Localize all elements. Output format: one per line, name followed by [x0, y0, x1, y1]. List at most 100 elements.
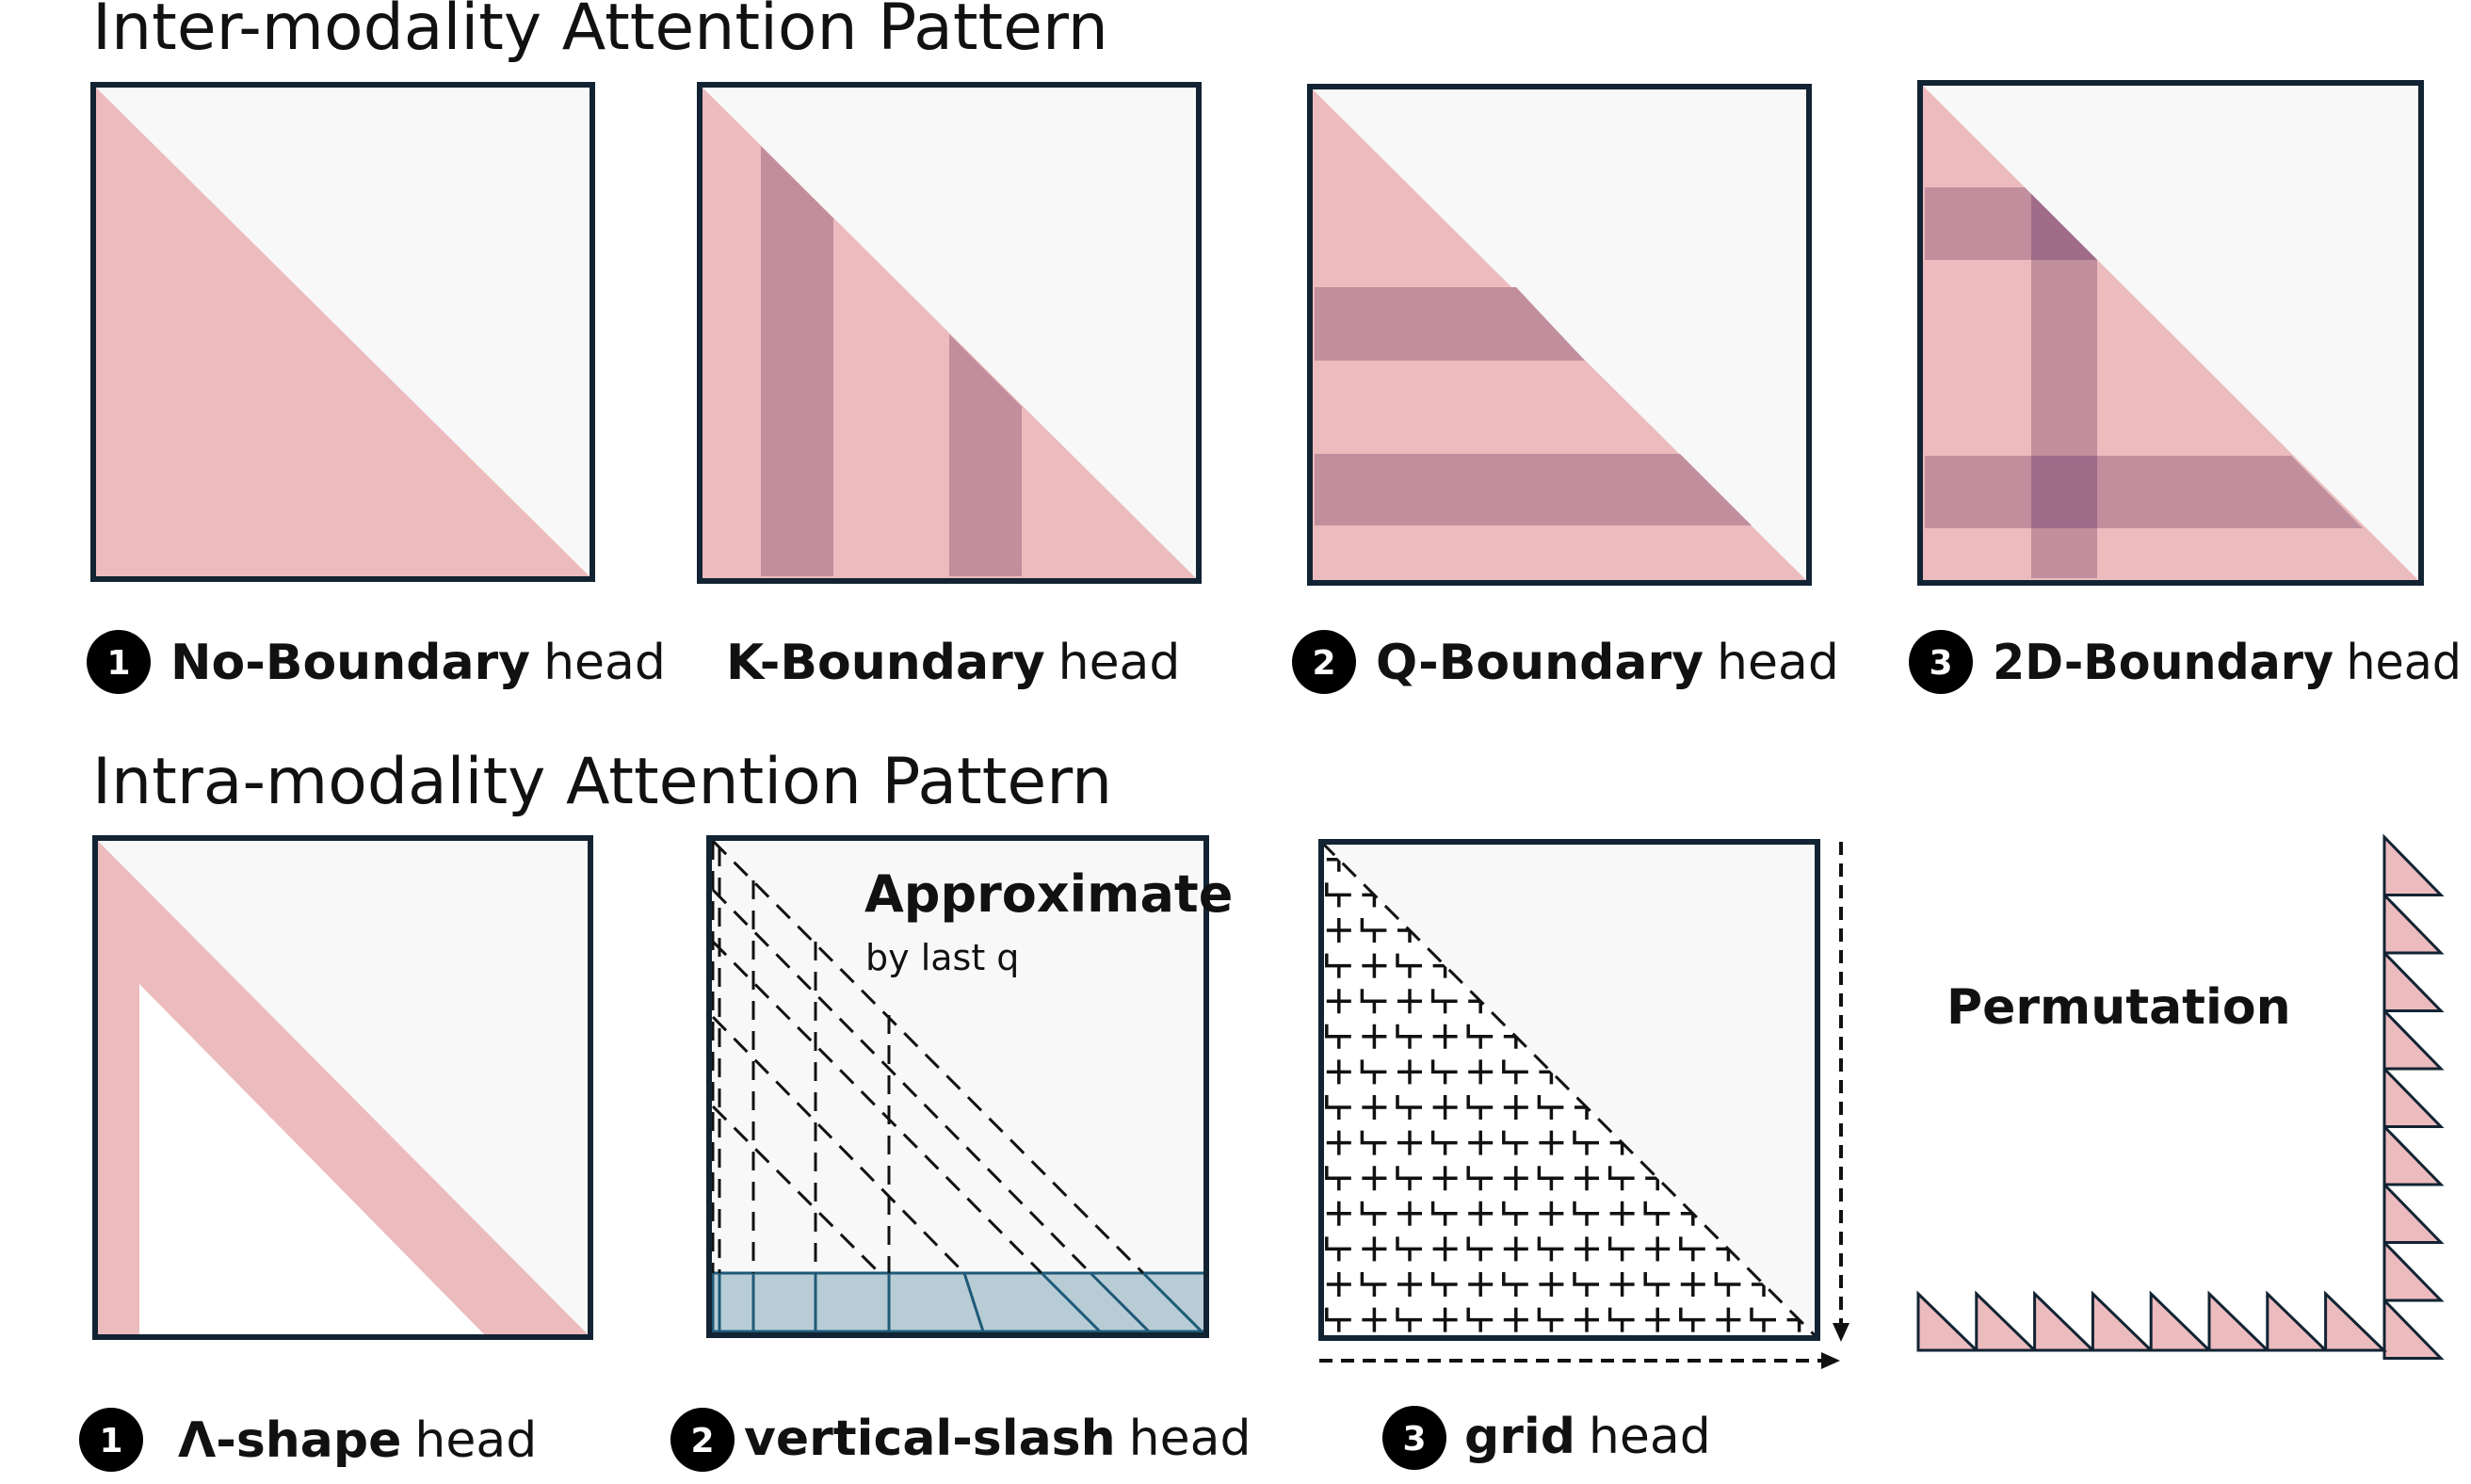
grid-cross	[1397, 989, 1422, 1014]
grid-corner	[1607, 1166, 1635, 1191]
grid-panel	[1318, 839, 1849, 1369]
grid-cross	[1468, 1130, 1494, 1155]
grid-corner	[1396, 1095, 1422, 1120]
svg-text:2D-Boundaryhead: 2D-Boundaryhead	[1993, 635, 2462, 691]
grid-corner	[1430, 1059, 1458, 1085]
2d-boundary-panel	[1917, 80, 2424, 586]
grid-corner	[1325, 953, 1351, 978]
grid-cross	[1503, 1236, 1528, 1262]
permuted-block-horizontal	[2324, 1290, 2388, 1352]
grid-cross	[1645, 1307, 1671, 1332]
approximate-label: Approximate	[864, 864, 1233, 924]
grid-corner	[1396, 1307, 1422, 1332]
badge-number: 3	[1929, 644, 1952, 683]
grid-corner	[1325, 1236, 1351, 1262]
grid-corner	[1396, 1166, 1422, 1191]
no-boundary-panel	[90, 82, 595, 582]
grid-corner	[1607, 1307, 1635, 1332]
head-suffix: head	[1129, 1411, 1252, 1467]
grid-corner	[1430, 989, 1458, 1014]
approximate-sublabel: by last q	[865, 937, 1019, 978]
grid-corner	[1466, 1166, 1494, 1191]
grid-cross	[1680, 1272, 1705, 1297]
grid-corner	[1573, 1272, 1599, 1297]
number-badge	[1382, 1406, 1446, 1470]
head-suffix: head	[1589, 1409, 1711, 1465]
head-name: No-Boundary	[170, 635, 530, 691]
grid-cross	[1326, 918, 1351, 943]
grid-corner	[1537, 1095, 1564, 1120]
grid-corner	[1537, 1166, 1564, 1191]
2d-boundary-caption: 3 2D-Boundaryhead	[1909, 630, 2462, 694]
grid-cross	[1362, 1236, 1387, 1262]
grid-cross	[1539, 1272, 1564, 1297]
grid-cross	[1362, 1307, 1387, 1332]
grid-corner	[1502, 1059, 1528, 1085]
number-badge	[1292, 630, 1356, 694]
grid-corner	[1360, 1059, 1387, 1085]
grid-cross	[1326, 1201, 1351, 1226]
grid-corner	[1750, 1307, 1776, 1332]
grid-corner	[1360, 918, 1387, 943]
grid-cross	[1609, 1201, 1635, 1226]
query-boundary-band	[1315, 454, 1752, 525]
grid-cross	[1575, 1307, 1599, 1332]
q-boundary-panel	[1307, 84, 1812, 586]
permuted-block-vertical	[2382, 1065, 2445, 1128]
badge-number: 3	[1402, 1420, 1426, 1459]
grid-cross	[1326, 1130, 1351, 1155]
grid-cross	[1503, 1095, 1528, 1120]
grid-cross	[1432, 1236, 1458, 1262]
permuted-block-vertical	[2382, 1122, 2445, 1186]
permuted-block-horizontal	[1975, 1290, 2039, 1352]
grid-corner	[1466, 1307, 1494, 1332]
head-suffix: head	[1717, 635, 1839, 691]
grid-corner	[1325, 882, 1351, 908]
permuted-block-horizontal	[2091, 1290, 2155, 1352]
arrow-head	[1833, 1323, 1849, 1342]
grid-cross	[1468, 1272, 1494, 1297]
head-suffix: head	[414, 1412, 537, 1469]
grid-cross	[1575, 1236, 1599, 1262]
head-suffix: head	[543, 635, 666, 691]
grid-cross	[1609, 1272, 1635, 1297]
grid-cross	[1575, 1166, 1599, 1191]
key-boundary-band	[761, 146, 833, 576]
badge-number: 2	[690, 1422, 714, 1460]
grid-cross	[1397, 1059, 1422, 1085]
grid-corner	[1502, 1201, 1528, 1226]
grid-corner	[1360, 1130, 1387, 1155]
grid-corner	[1643, 1272, 1671, 1297]
grid-corner	[1396, 1024, 1422, 1049]
svg-text:K-Boundaryhead: K-Boundaryhead	[726, 635, 1180, 691]
grid-cross	[1362, 953, 1387, 978]
svg-text:Q-Boundaryhead: Q-Boundaryhead	[1376, 635, 1839, 691]
grid-cross	[1397, 1130, 1422, 1155]
grid-corner	[1430, 1201, 1458, 1226]
grid-cross	[1539, 1130, 1564, 1155]
grid-corner	[1643, 1201, 1671, 1226]
permuted-block-vertical	[2382, 1181, 2445, 1244]
head-suffix: head	[1058, 635, 1181, 691]
grid-cross	[1326, 989, 1351, 1014]
grid-corner	[1466, 1236, 1494, 1262]
key-boundary-band	[949, 334, 1022, 576]
permuted-block-horizontal	[2207, 1290, 2271, 1352]
grid-corner	[1502, 1272, 1528, 1297]
permuted-block-vertical	[2382, 833, 2445, 896]
last-q-region	[711, 1271, 1206, 1333]
permuted-block-horizontal	[2149, 1290, 2213, 1352]
badge-number: 1	[99, 1422, 122, 1460]
number-badge	[670, 1408, 735, 1472]
badge-number: 1	[106, 644, 130, 683]
grid-cross	[1539, 1201, 1564, 1226]
k-boundary-panel	[697, 82, 1202, 584]
head-name: 2D-Boundary	[1993, 635, 2334, 691]
grid-corner	[1502, 1130, 1528, 1155]
